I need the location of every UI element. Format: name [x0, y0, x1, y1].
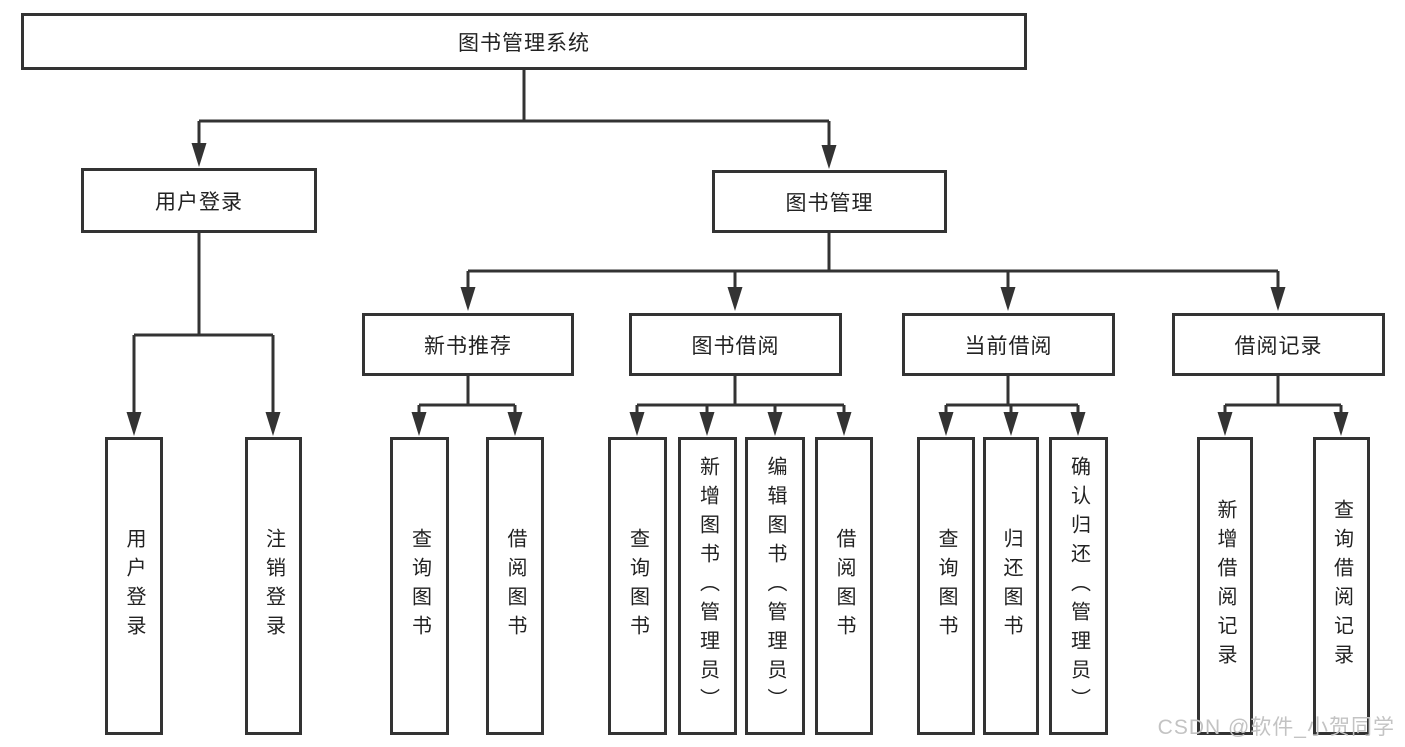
leaf-borrow-books-recommend: 借阅图书: [486, 437, 544, 735]
node-user-login: 用户登录: [81, 168, 317, 233]
leaf-edit-book-admin: 编辑图书（管理员）: [745, 437, 805, 735]
leaf-add-borrow-record: 新增借阅记录: [1197, 437, 1253, 735]
leaf-query-books-recommend: 查询图书: [390, 437, 449, 735]
watermark: CSDN @软件_小贺同学: [1157, 716, 1395, 739]
leaf-query-borrow-record: 查询借阅记录: [1313, 437, 1370, 735]
leaf-query-books-current: 查询图书: [917, 437, 975, 735]
leaf-user-login: 用户登录: [105, 437, 163, 735]
leaf-add-book-admin: 新增图书（管理员）: [678, 437, 737, 735]
leaf-query-books-borrowing: 查询图书: [608, 437, 667, 735]
leaf-return-book: 归还图书: [983, 437, 1039, 735]
node-book-borrowing: 图书借阅: [629, 313, 842, 376]
node-borrowing-records: 借阅记录: [1172, 313, 1385, 376]
leaf-confirm-return-admin: 确认归还（管理员）: [1049, 437, 1108, 735]
node-library-management-system: 图书管理系统: [21, 13, 1027, 70]
leaf-borrow-books-borrowing: 借阅图书: [815, 437, 873, 735]
node-book-management: 图书管理: [712, 170, 947, 233]
leaf-logout: 注销登录: [245, 437, 302, 735]
node-current-borrowing: 当前借阅: [902, 313, 1115, 376]
node-new-book-recommendation: 新书推荐: [362, 313, 574, 376]
